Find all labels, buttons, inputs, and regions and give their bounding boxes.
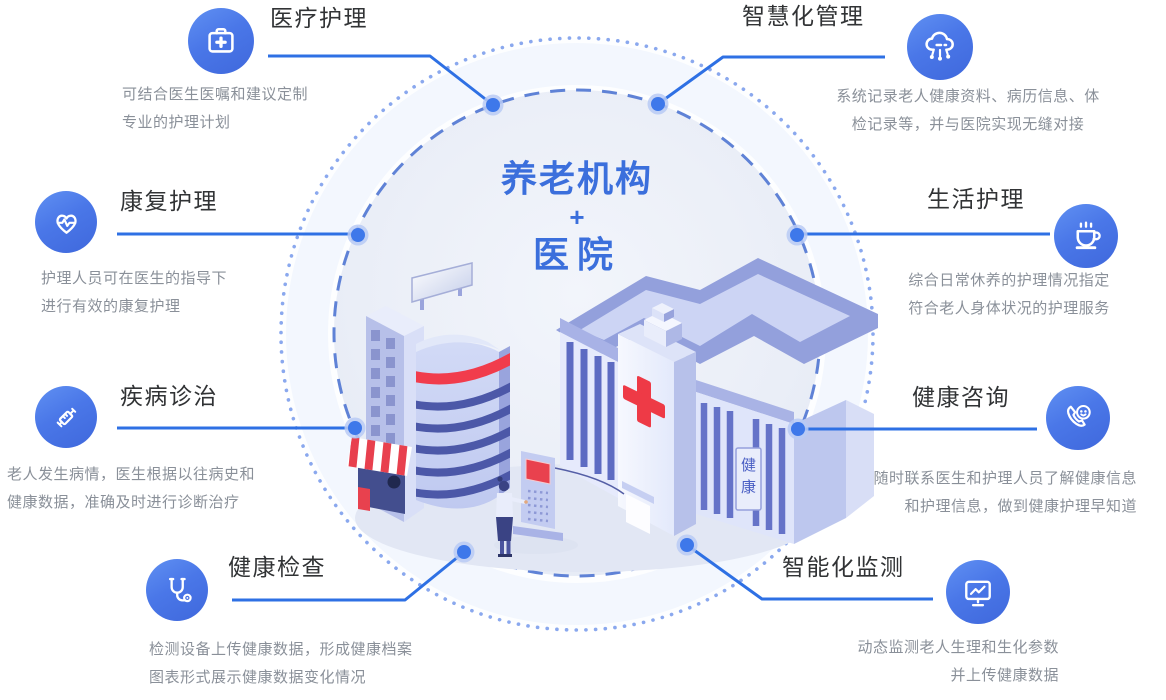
rooftop-billboard [411,262,473,303]
connector-health-check [232,550,465,602]
feature-desc: 老人发生病情，医生根据以往病史和 健康数据，准确及时进行诊断治疗 [7,466,256,511]
connector-smart-monitoring [686,543,933,601]
feature-title: 智慧化管理 [742,3,865,29]
hospital-building: 健 康 [556,258,878,544]
feature-desc: 检测设备上传健康数据，形成健康档案 图表形式展示健康数据变化情况 [149,641,413,686]
phone-smile-icon [1046,386,1110,450]
feature-title: 疾病诊治 [120,383,218,409]
feature-desc: 动态监测老人生理和生化参数 并上传健康数据 [857,639,1059,684]
feature-title: 医疗护理 [270,5,368,31]
center-title-line1: 养老机构 [500,158,653,200]
teacup-icon [1054,204,1118,268]
plus-sign: + [569,202,585,232]
stethoscope-icon [146,559,208,621]
person-figure [496,476,528,557]
tower-stripes [416,352,510,499]
feature-desc: 系统记录老人健康资料、病历信息、体 检记录等，并与医院实现无缝对接 [836,88,1100,133]
left-tower-building [347,262,510,522]
connector-medical-care [268,54,494,107]
connector-dots [344,93,809,563]
feature-desc: 综合日常休养的护理情况指定 符合老人身体状况的护理服务 [908,272,1110,317]
feature-desc: 可结合医生医嘱和建议定制 专业的护理计划 [122,86,309,131]
info-kiosk [494,451,625,554]
feature-title: 智能化监测 [782,554,905,580]
center-title-line2: 医院 [532,234,621,276]
feature-desc: 护理人员可在医生的指导下 进行有效的康复护理 [41,270,228,315]
feature-title: 生活护理 [927,186,1025,212]
hospital-sign [735,447,762,511]
monitor-chart-icon [946,560,1010,624]
red-cross [623,376,665,428]
feature-title: 健康咨询 [912,384,1010,410]
hospital-sign-char: 健 [741,457,756,474]
heart-pulse-icon [35,191,97,253]
hospital-sign-char: 康 [741,479,756,496]
feature-desc: 随时联系医生和护理人员了解健康信息 和护理信息，做到健康护理早知道 [873,470,1137,515]
feature-title: 康复护理 [120,188,218,214]
cloud-network-icon [907,14,973,80]
connector-smart-management [657,55,885,106]
center-title: 养老机构 + 医院 [447,158,707,276]
feature-title: 健康检查 [228,554,326,580]
medkit-icon [188,8,254,74]
syringe-icon [35,386,97,448]
